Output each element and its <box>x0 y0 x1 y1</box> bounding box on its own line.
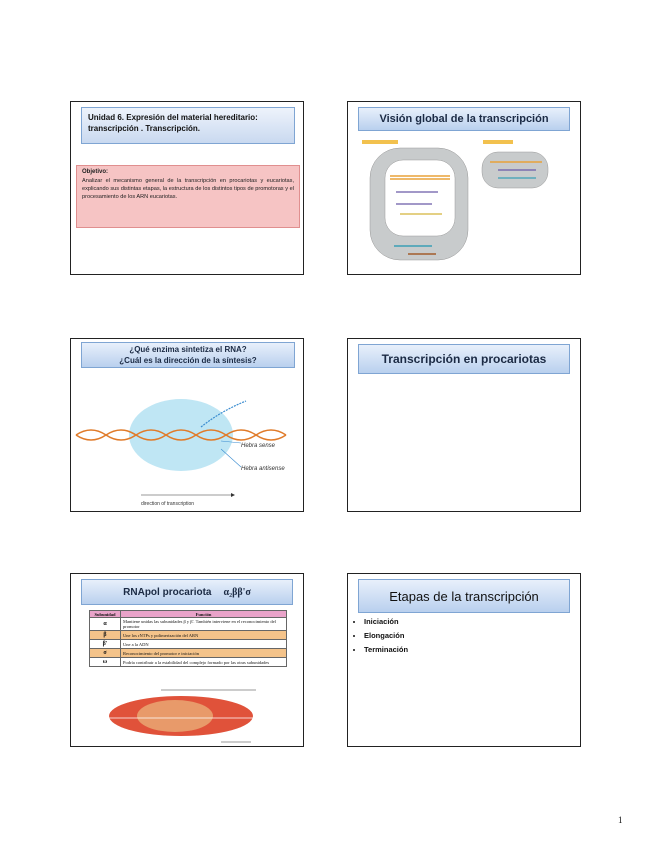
stages-list: Iniciación Elongación Terminación <box>354 615 408 657</box>
table-cell: Une los rNTPs y polimerización del ARN <box>120 630 287 640</box>
table-cell: β' <box>89 639 121 649</box>
table-row: σ Reconocimiento del promotor e iniciaci… <box>89 648 287 658</box>
slide-2-title-box: Visión global de la transcripción <box>358 107 570 131</box>
slide-5-title-box: RNApol procariota α₂ββ'σ <box>81 579 293 605</box>
slide-4: Transcripción en procariotas <box>347 338 581 512</box>
dna-helix-strand-2 <box>75 429 287 441</box>
rnapol-formula: α₂ββ'σ <box>223 586 251 598</box>
slide-4-title-box: Transcripción en procariotas <box>358 344 570 374</box>
antisense-pointer <box>220 448 242 468</box>
table-row: α Mantiene unidas las subunidades β y β'… <box>89 617 287 631</box>
table-cell: Une a la ADN <box>120 639 287 649</box>
table-cell: Mantiene unidas las subunidades β y β'. … <box>120 617 287 631</box>
page-number: 1 <box>618 815 623 825</box>
slide-3-title-box: ¿Qué enzima sintetiza el RNA? ¿Cuál es l… <box>81 342 295 368</box>
table-header-cell: Subunidad <box>89 610 121 618</box>
table-row: β' Une a la ADN <box>89 639 287 649</box>
label-direction: direction of transcription <box>141 501 194 507</box>
slide-6: Etapas de la transcripción Iniciación El… <box>347 573 581 747</box>
table-row: ω Podría contribuir a la estabilidad del… <box>89 657 287 667</box>
rnapol-core <box>137 700 213 732</box>
table-cell: Reconocimiento del promotor e iniciación <box>120 648 287 658</box>
table-cell: σ <box>89 648 121 658</box>
nucleus <box>384 159 456 237</box>
direction-arrowhead <box>231 493 235 497</box>
slide-5: RNApol procariota α₂ββ'σ Subunidad Funci… <box>70 573 304 747</box>
sense-pointer <box>220 440 242 444</box>
transcription-overview-diagram <box>362 140 549 261</box>
objective-text: Analizar el mecanismo general de la tran… <box>82 178 294 200</box>
table-header-cell: Función <box>120 610 287 618</box>
slide-1-title: Unidad 6. Expresión del material heredit… <box>88 113 258 133</box>
subunit-table: Subunidad Función α Mantiene unidas las … <box>89 610 287 667</box>
list-item: Terminación <box>364 643 408 657</box>
slide-2-title: Visión global de la transcripción <box>379 113 549 125</box>
label-antisense: Hebra antisense <box>241 466 285 472</box>
slide-3-title-line2: ¿Cuál es la dirección de la síntesis? <box>119 356 257 365</box>
slide-6-title-box: Etapas de la transcripción <box>358 579 570 613</box>
slide-6-title: Etapas de la transcripción <box>389 588 539 604</box>
rna-polymerase-shape <box>129 399 233 471</box>
objective-box: Objetivo: Analizar el mecanismo general … <box>76 165 300 228</box>
slide-4-title: Transcripción en procariotas <box>381 352 547 366</box>
slide-1-title-box: Unidad 6. Expresión del material heredit… <box>81 107 295 144</box>
table-row: β Une los rNTPs y polimerización del ARN <box>89 630 287 640</box>
slide-3: ¿Qué enzima sintetiza el RNA? ¿Cuál es l… <box>70 338 304 512</box>
prokaryote-label-tag <box>362 140 398 144</box>
table-cell: Podría contribuir a la estabilidad del c… <box>120 657 287 667</box>
table-header-row: Subunidad Función <box>89 610 287 618</box>
dna-helix-strand-1 <box>75 429 287 441</box>
rnapol-structure-diagram <box>101 689 263 743</box>
objective-label: Objetivo: <box>82 169 109 175</box>
table-cell: ω <box>89 657 121 667</box>
table-cell: β <box>89 630 121 640</box>
slide-2: Visión global de la transcripción <box>347 101 581 275</box>
list-item: Iniciación <box>364 615 408 629</box>
table-cell: α <box>89 617 121 631</box>
list-item: Elongación <box>364 629 408 643</box>
label-sense: Hebra sense <box>241 443 276 449</box>
slide-1: Unidad 6. Expresión del material heredit… <box>70 101 304 275</box>
nascent-rna <box>200 400 247 428</box>
rna-polymerase-diagram: Hebra sense Hebra antisense direction of… <box>75 399 287 507</box>
slide-3-title-line1: ¿Qué enzima sintetiza el RNA? <box>129 345 247 354</box>
eukaryote-label-tag <box>483 140 513 144</box>
slide-5-title: RNApol procariota <box>123 586 212 598</box>
